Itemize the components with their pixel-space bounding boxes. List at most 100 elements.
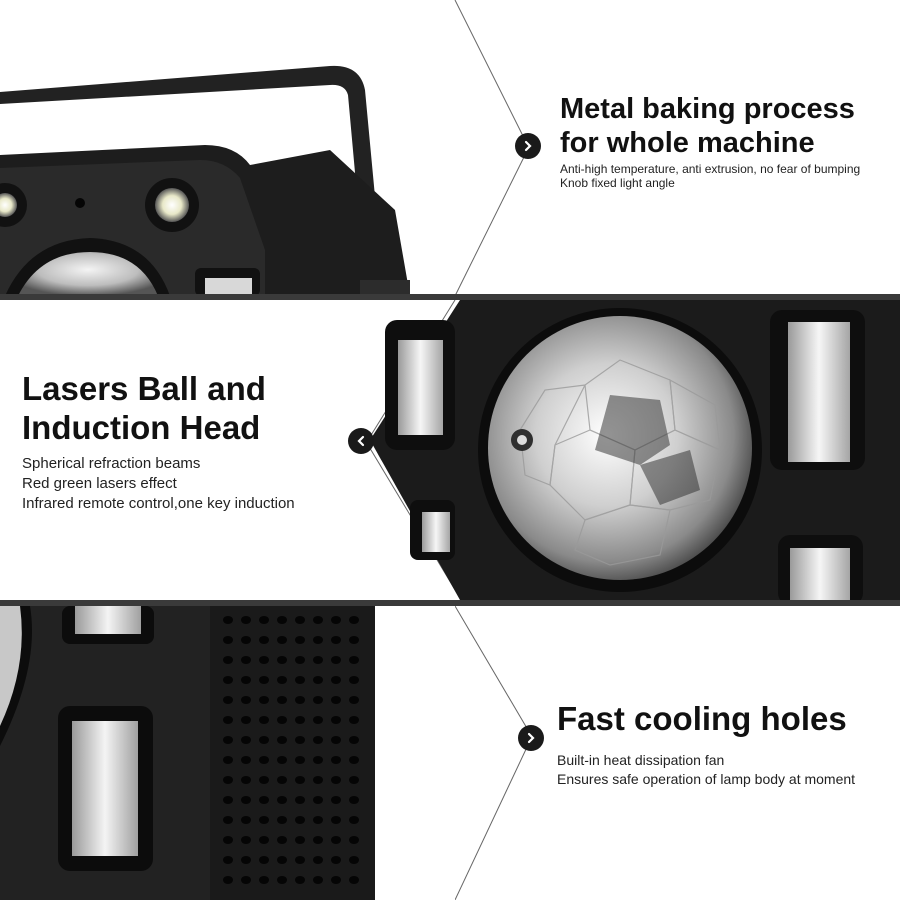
cooling-hole	[277, 736, 287, 744]
cooling-hole	[349, 656, 359, 664]
cooling-hole	[277, 756, 287, 764]
cooling-hole	[259, 676, 269, 684]
cooling-hole	[277, 616, 287, 624]
cooling-hole	[259, 796, 269, 804]
cooling-hole	[313, 776, 323, 784]
cooling-hole	[295, 616, 305, 624]
middle-feature-title-line1: Lasers Ball and	[22, 370, 266, 407]
cooling-hole	[259, 716, 269, 724]
bottom-product-photo	[0, 606, 455, 900]
cooling-hole	[241, 796, 251, 804]
cooling-hole	[277, 716, 287, 724]
band-divider-bottom	[0, 600, 900, 606]
cooling-hole	[313, 616, 323, 624]
cooling-hole	[295, 696, 305, 704]
cooling-hole	[223, 776, 233, 784]
bottom-feature-caption: Fast cooling holes Built-in heat dissipa…	[557, 700, 897, 789]
cooling-hole	[313, 656, 323, 664]
cooling-hole	[295, 776, 305, 784]
cooling-hole	[349, 876, 359, 884]
cooling-hole	[241, 656, 251, 664]
cooling-hole	[313, 836, 323, 844]
bottom-feature-detail-1: Built-in heat dissipation fan	[557, 751, 725, 768]
cooling-hole	[349, 816, 359, 824]
cooling-hole	[349, 856, 359, 864]
top-feature-title-line2: for whole machine	[560, 127, 815, 160]
cooling-hole	[295, 716, 305, 724]
cooling-hole	[313, 856, 323, 864]
cooling-hole	[259, 836, 269, 844]
cooling-hole-grid	[223, 616, 359, 884]
cooling-hole	[259, 656, 269, 664]
cooling-hole	[331, 796, 341, 804]
cooling-hole	[313, 696, 323, 704]
top-feature-title-line1: Metal baking process	[560, 93, 855, 125]
cooling-hole	[259, 756, 269, 764]
cooling-hole	[223, 676, 233, 684]
cooling-hole	[259, 816, 269, 824]
cooling-hole	[241, 636, 251, 644]
cooling-hole	[331, 656, 341, 664]
cooling-hole	[295, 856, 305, 864]
cooling-hole	[331, 816, 341, 824]
top-feature-detail-2: Knob fixed light angle	[560, 176, 675, 191]
cooling-hole	[277, 776, 287, 784]
cooling-hole	[295, 876, 305, 884]
cooling-hole	[295, 816, 305, 824]
cooling-hole	[277, 656, 287, 664]
cooling-hole	[241, 876, 251, 884]
cooling-hole	[259, 636, 269, 644]
cooling-hole	[349, 616, 359, 624]
cooling-hole	[349, 696, 359, 704]
cooling-hole	[295, 756, 305, 764]
cooling-hole	[241, 756, 251, 764]
cooling-hole	[259, 856, 269, 864]
cooling-hole	[259, 696, 269, 704]
cooling-hole	[223, 616, 233, 624]
cooling-hole	[331, 776, 341, 784]
cooling-hole	[313, 876, 323, 884]
chevron-right-icon	[515, 133, 541, 159]
cooling-hole	[241, 696, 251, 704]
cooling-hole	[313, 736, 323, 744]
cooling-hole	[295, 796, 305, 804]
cooling-hole	[349, 776, 359, 784]
cooling-hole	[331, 856, 341, 864]
cooling-hole	[241, 776, 251, 784]
middle-feature-detail-2: Red green lasers effect	[22, 474, 177, 492]
cooling-hole	[331, 756, 341, 764]
cooling-hole	[349, 796, 359, 804]
cooling-hole	[223, 716, 233, 724]
cooling-hole	[223, 876, 233, 884]
cooling-hole	[259, 616, 269, 624]
cooling-hole	[313, 756, 323, 764]
cooling-hole	[277, 856, 287, 864]
cooling-hole	[277, 696, 287, 704]
cooling-hole	[349, 636, 359, 644]
cooling-hole	[313, 796, 323, 804]
cooling-hole	[241, 716, 251, 724]
cooling-hole	[331, 696, 341, 704]
cooling-hole	[313, 676, 323, 684]
cooling-hole	[223, 656, 233, 664]
cooling-hole	[277, 636, 287, 644]
cooling-hole	[259, 736, 269, 744]
cooling-hole	[241, 676, 251, 684]
cooling-hole	[241, 836, 251, 844]
bottom-feature-detail-2: Ensures safe operation of lamp body at m…	[557, 770, 856, 787]
cooling-hole	[259, 876, 269, 884]
cooling-hole	[295, 636, 305, 644]
cooling-hole	[349, 716, 359, 724]
cooling-hole	[295, 656, 305, 664]
top-product-photo	[0, 0, 455, 296]
cooling-hole	[349, 836, 359, 844]
cooling-hole	[295, 676, 305, 684]
cooling-hole	[313, 716, 323, 724]
middle-feature-detail-1: Spherical refraction beams	[22, 454, 201, 472]
cooling-hole	[241, 816, 251, 824]
cooling-hole	[331, 876, 341, 884]
cooling-hole	[277, 876, 287, 884]
cooling-hole	[349, 736, 359, 744]
chevron-right-icon-bottom	[518, 725, 544, 751]
